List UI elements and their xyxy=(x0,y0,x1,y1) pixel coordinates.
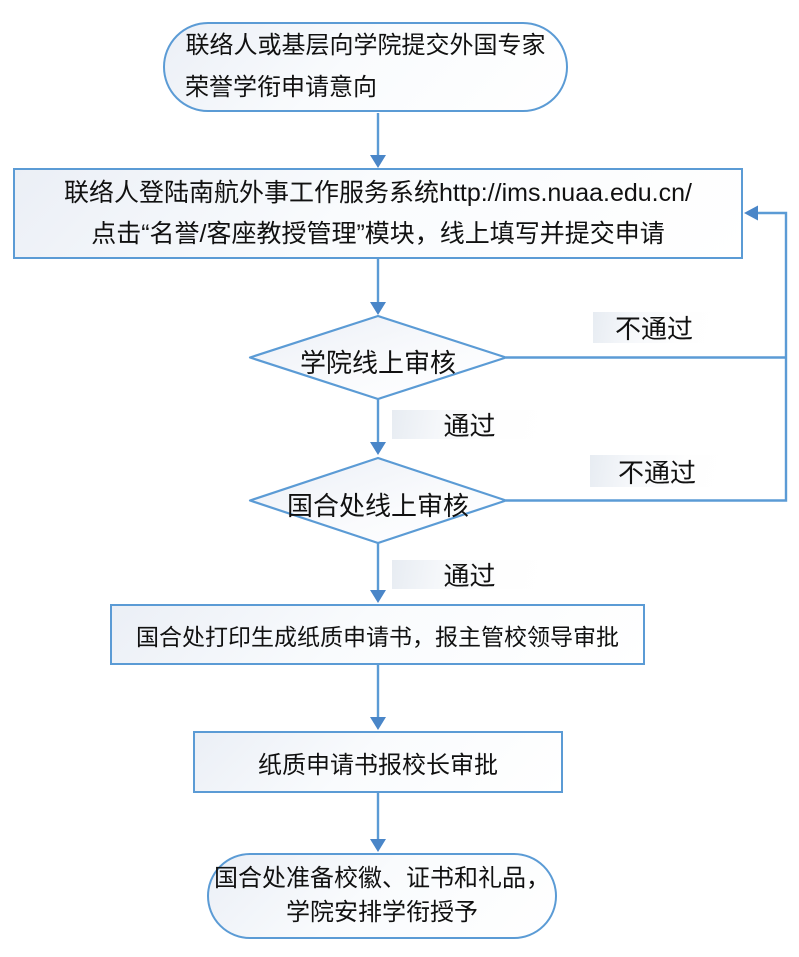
arrowhead-into-end xyxy=(370,839,386,852)
node-president-approval-label: 纸质申请书报校长审批 xyxy=(258,751,498,779)
edge-label-college-fail: 不通过 xyxy=(593,312,715,344)
decision-college-review xyxy=(248,314,508,401)
node-login-process: 联络人登陆南航外事工作服务系统http://ims.nuaa.edu.cn/ 点… xyxy=(13,168,743,259)
edge-label-college-pass: 通过 xyxy=(392,410,547,441)
decision-office-review-label: 国合处线上审核 xyxy=(286,491,469,521)
node-start-line1: 联络人或基层向学院提交外国专家 xyxy=(185,32,546,59)
edge-label-office-fail: 不通过 xyxy=(590,455,724,488)
node-login-line1: 联络人登陆南航外事工作服务系统http://ims.nuaa.edu.cn/ xyxy=(64,178,692,207)
connector-office-fail-loop xyxy=(506,211,788,502)
arrowhead-into-login-right xyxy=(744,205,758,221)
decision-college-review-label: 学院线上审核 xyxy=(299,348,456,378)
arrowhead-into-office-review xyxy=(370,442,386,455)
node-end-line1: 国合处准备校徽、证书和礼品， xyxy=(214,865,550,892)
node-end-line2: 学院安排学衔授予 xyxy=(286,899,478,926)
node-president-approval: 纸质申请书报校长审批 xyxy=(193,731,563,793)
node-start: 联络人或基层向学院提交外国专家 荣誉学衔申请意向 xyxy=(163,22,568,112)
arrowhead-into-print xyxy=(370,590,386,603)
decision-office-review xyxy=(248,456,508,545)
arrowhead-into-president xyxy=(370,717,386,730)
node-print-approval: 国合处打印生成纸质申请书，报主管校领导审批 xyxy=(110,604,645,665)
arrowhead-into-login xyxy=(370,155,386,168)
node-start-line2: 荣誉学衔申请意向 xyxy=(185,74,377,101)
node-end: 国合处准备校徽、证书和礼品， 学院安排学衔授予 xyxy=(207,853,557,939)
edge-label-office-pass: 通过 xyxy=(392,560,547,591)
arrowhead-into-college-review xyxy=(370,302,386,315)
node-print-approval-label: 国合处打印生成纸质申请书，报主管校领导审批 xyxy=(136,623,619,650)
node-login-line2: 点击“名誉/客座教授管理”模块，线上填写并提交申请 xyxy=(91,219,665,248)
